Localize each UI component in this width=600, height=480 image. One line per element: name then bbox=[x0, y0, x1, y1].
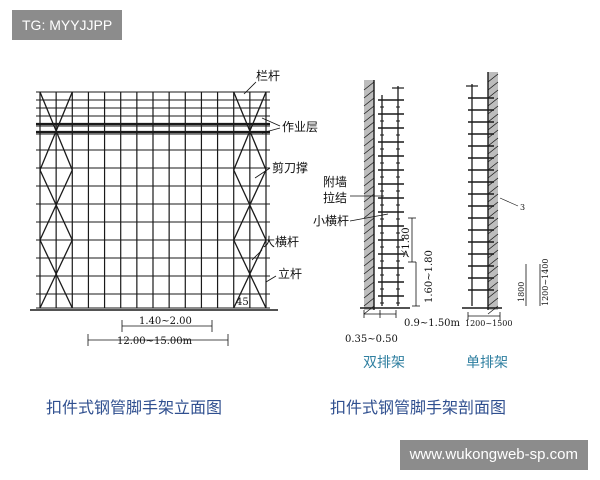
hatch-line bbox=[487, 185, 499, 195]
hatch-line bbox=[487, 193, 499, 203]
hatch-line bbox=[363, 209, 375, 219]
hatch-line bbox=[363, 129, 375, 139]
hatch-line bbox=[363, 81, 375, 91]
elevation-frame bbox=[30, 91, 278, 311]
subtitle-double-row: 双排架 bbox=[363, 355, 405, 371]
hatch-line bbox=[487, 241, 499, 251]
hatch-line bbox=[487, 73, 499, 83]
elevation-dimensions bbox=[87, 320, 229, 346]
hatch-line bbox=[487, 113, 499, 123]
dim-height: 1.60~1.80 bbox=[424, 250, 435, 303]
label-standard: 立杆 bbox=[278, 266, 302, 281]
hatch-line bbox=[363, 297, 375, 307]
hatch-line bbox=[363, 185, 375, 195]
caption-section: 扣件式钢管脚手架剖面图 bbox=[330, 398, 506, 417]
hatch-line bbox=[363, 225, 375, 235]
hatch-line bbox=[363, 217, 375, 227]
dim-single-h1: 1800 bbox=[517, 282, 526, 302]
single-row-section bbox=[462, 72, 502, 315]
dim-spacing: 1.40~2.00 bbox=[139, 316, 192, 327]
hatch-line bbox=[363, 241, 375, 251]
cross-brace bbox=[39, 169, 73, 241]
hatch-line bbox=[363, 249, 375, 259]
dim-offset: 0.35~0.50 bbox=[345, 334, 398, 345]
section-dimensions bbox=[363, 217, 541, 320]
cross-brace bbox=[39, 91, 73, 171]
hatch-line bbox=[363, 193, 375, 203]
hatch-line bbox=[487, 233, 499, 243]
watermark-top: TG: MYYJJPP bbox=[12, 10, 123, 40]
hatch-line bbox=[487, 161, 499, 171]
dim-step: ≯1.80 bbox=[401, 227, 412, 258]
label-cross-brace: 剪刀撑 bbox=[272, 160, 308, 175]
hatch-line bbox=[363, 281, 375, 291]
section-labels: 附墙 拉结 小横杆 3 bbox=[313, 175, 525, 228]
label-marker-3: 3 bbox=[520, 203, 525, 212]
hatch-line bbox=[487, 121, 499, 131]
hatch-line bbox=[487, 265, 499, 275]
hatch-line bbox=[363, 153, 375, 163]
hatch-line bbox=[363, 273, 375, 283]
hatch-line bbox=[363, 89, 375, 99]
label-angle: 45 bbox=[236, 297, 249, 308]
cross-brace bbox=[39, 239, 73, 309]
hatch-line bbox=[363, 233, 375, 243]
wall-hatch bbox=[364, 80, 374, 310]
hatch-line bbox=[487, 145, 499, 155]
hatch-line bbox=[487, 257, 499, 267]
dim-single-h2: 1200~1400 bbox=[541, 259, 550, 306]
hatch-line bbox=[487, 217, 499, 227]
hatch-line bbox=[363, 121, 375, 131]
hatch-line bbox=[363, 97, 375, 107]
double-row-section bbox=[360, 80, 410, 315]
hatch-line bbox=[487, 169, 499, 179]
hatch-line bbox=[363, 113, 375, 123]
subtitle-single-row: 单排架 bbox=[466, 355, 508, 371]
label-wall-tie-2: 拉结 bbox=[323, 190, 347, 205]
hatch-line bbox=[487, 209, 499, 219]
hatch-line bbox=[487, 297, 499, 307]
cross-brace bbox=[233, 91, 267, 171]
hatch-line bbox=[487, 81, 499, 91]
watermark-bottom: www.wukongweb-sp.com bbox=[399, 440, 588, 470]
elevation-labels: 栏杆 作业层 剪刀撑 大横杆 立杆 45 bbox=[236, 68, 318, 308]
hatch-line bbox=[363, 177, 375, 187]
label-wall-tie-1: 附墙 bbox=[323, 175, 347, 189]
dim-width: 0.9~1.50m bbox=[404, 318, 461, 329]
hatch-line bbox=[363, 169, 375, 179]
caption-elevation: 扣件式钢管脚手架立面图 bbox=[46, 398, 222, 417]
hatch-line bbox=[487, 89, 499, 99]
hatch-line bbox=[487, 137, 499, 147]
wall-hatch bbox=[488, 72, 498, 310]
hatch-line bbox=[363, 145, 375, 155]
hatch-line bbox=[363, 137, 375, 147]
hatch-line bbox=[487, 97, 499, 107]
hatch-line bbox=[363, 265, 375, 275]
hatch-line bbox=[363, 105, 375, 115]
label-ledger: 大横杆 bbox=[263, 235, 299, 249]
cross-brace bbox=[233, 169, 267, 241]
hatch-line bbox=[487, 281, 499, 291]
hatch-line bbox=[487, 289, 499, 299]
hatch-line bbox=[363, 161, 375, 171]
label-transom: 小横杆 bbox=[313, 214, 349, 228]
dim-length: 12.00~15.00m bbox=[117, 336, 193, 347]
dim-single-width: 1200~1500 bbox=[465, 319, 512, 328]
label-railing: 栏杆 bbox=[256, 68, 280, 83]
hatch-line bbox=[363, 201, 375, 211]
hatch-line bbox=[363, 257, 375, 267]
hatch-line bbox=[363, 289, 375, 299]
label-working-layer: 作业层 bbox=[282, 120, 318, 134]
